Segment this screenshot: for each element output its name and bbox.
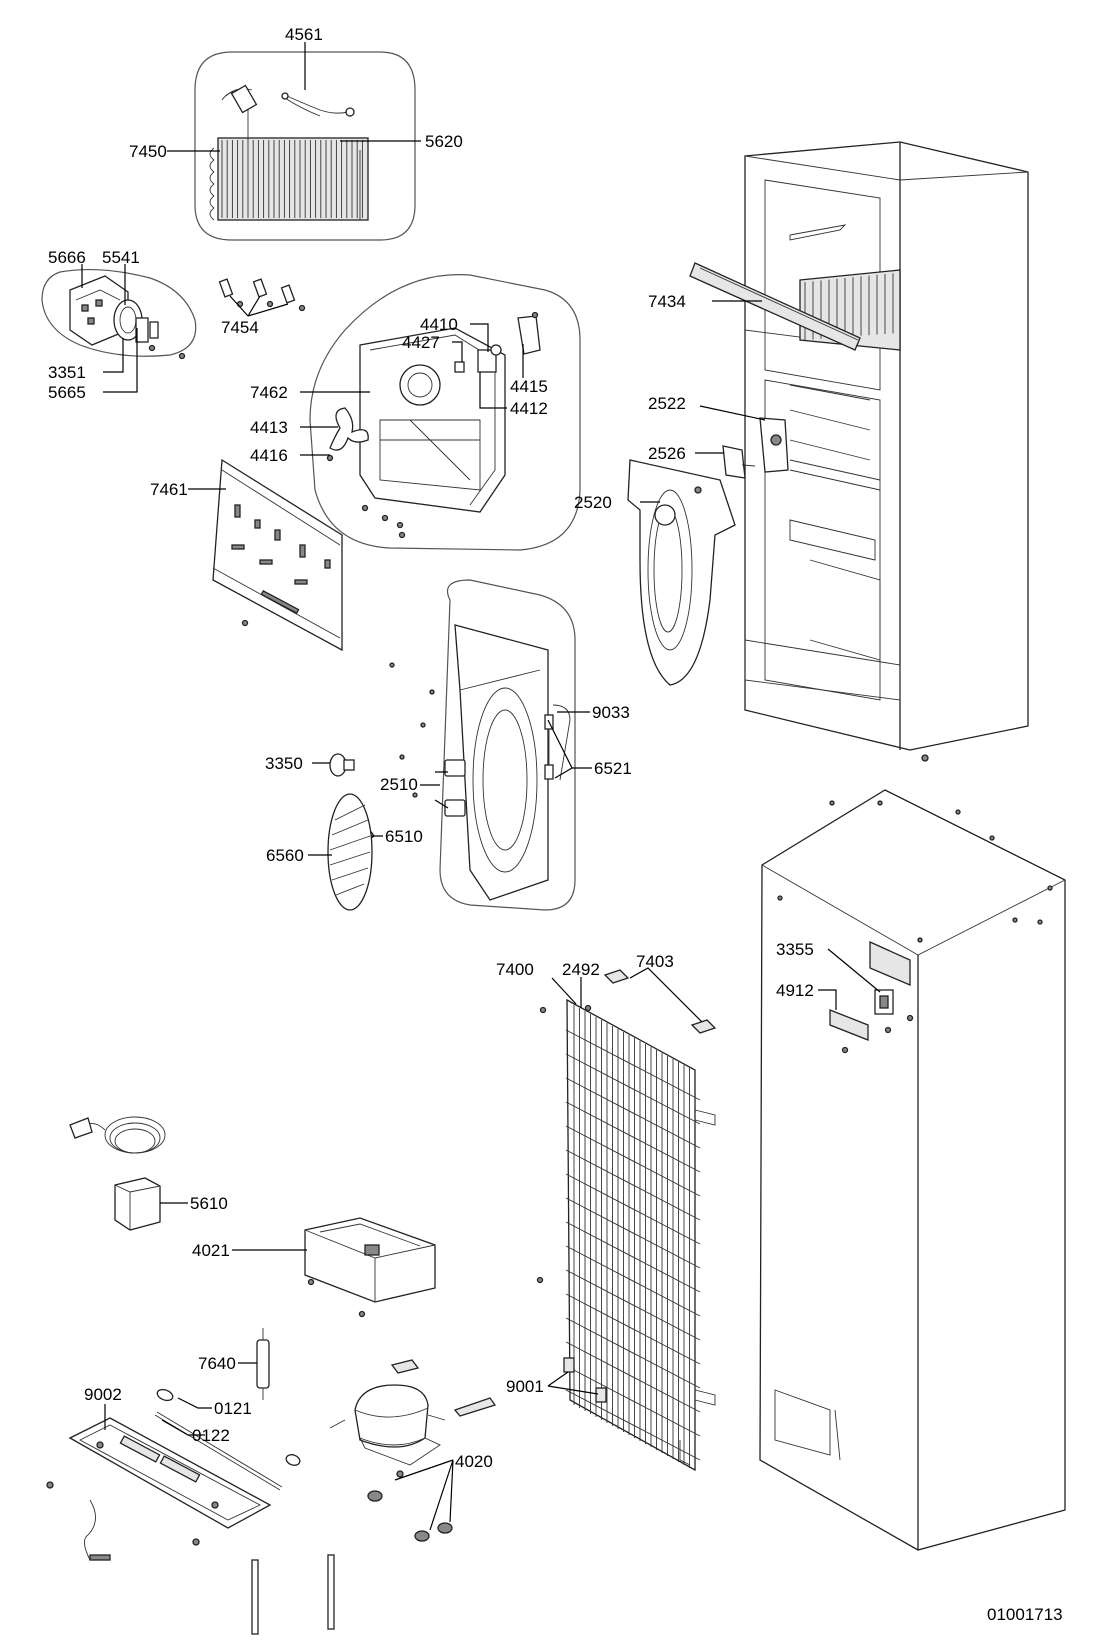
label-2520: 2520	[574, 493, 612, 512]
label-0122: 0122	[192, 1426, 230, 1445]
label-9001: 9001	[506, 1377, 544, 1396]
clip-4427	[454, 361, 465, 373]
small-parts	[46, 1481, 200, 1561]
label-0121: 0121	[214, 1399, 252, 1418]
switch-3355	[874, 989, 914, 1022]
label-3355: 3355	[776, 940, 814, 959]
power-cord	[69, 1116, 166, 1154]
label-7461: 7461	[150, 480, 188, 499]
knob-3350	[329, 753, 355, 777]
air-duct-panel-7461	[212, 458, 343, 652]
fan-housing-7462	[359, 327, 506, 513]
label-4021: 4021	[192, 1241, 230, 1260]
wire-4561	[281, 92, 355, 117]
label-4410: 4410	[420, 315, 458, 334]
label-4427: 4427	[402, 333, 440, 352]
label-7640: 7640	[198, 1354, 236, 1373]
label-4020: 4020	[455, 1452, 493, 1471]
lamp-housing-group	[351, 579, 576, 911]
bracket-4415	[517, 311, 541, 355]
tubes-0121-0122	[154, 1388, 335, 1635]
label-5541: 5541	[102, 248, 140, 267]
control-unit-2522	[759, 417, 789, 473]
thermostat-housing-5666	[69, 275, 129, 346]
label-5665: 5665	[48, 383, 86, 402]
label-2526: 2526	[648, 444, 686, 463]
lamp-housing-2510	[454, 624, 549, 901]
junction-box-5610	[114, 1177, 161, 1231]
label-6560: 6560	[266, 846, 304, 865]
label-7462: 7462	[250, 383, 288, 402]
shelf-strip-7434	[689, 262, 861, 351]
base-plate-9002	[68, 1417, 272, 1529]
pads-7403	[603, 969, 717, 1034]
label-7434: 7434	[648, 292, 686, 311]
fan-assembly-group	[309, 274, 581, 551]
label-2492: 2492	[562, 960, 600, 979]
refrigerator-cabinet-back	[759, 789, 1066, 1551]
label-5666: 5666	[48, 248, 86, 267]
compressor-4020	[329, 1384, 453, 1542]
label-5610: 5610	[190, 1194, 228, 1213]
label-4415: 4415	[510, 377, 548, 396]
label-2510: 2510	[380, 775, 418, 794]
sensor-2526	[722, 445, 756, 479]
label-4561: 4561	[285, 25, 323, 44]
label-6510: 6510	[385, 827, 423, 846]
label-7450: 7450	[129, 142, 167, 161]
label-9033: 9033	[592, 703, 630, 722]
drawing-number: 01001713	[987, 1605, 1063, 1624]
fan-motor-4412	[477, 344, 502, 373]
label-3351: 3351	[48, 363, 86, 382]
label-2522: 2522	[648, 394, 686, 413]
label-7403: 7403	[636, 952, 674, 971]
label-4413: 4413	[250, 418, 288, 437]
lamp-holders-2510	[444, 759, 466, 817]
label-7400: 7400	[496, 960, 534, 979]
label-9002: 9002	[84, 1385, 122, 1404]
label-6521: 6521	[594, 759, 632, 778]
fan-blade-4413	[329, 407, 369, 451]
drip-tray-4021	[304, 1217, 436, 1318]
filter-drier-7640	[256, 1328, 270, 1400]
label-3350: 3350	[265, 754, 303, 773]
part-labels: 4561 7450 5620 5666 5541 3351 5665 7454 …	[48, 25, 1063, 1624]
evaporator-7450	[209, 84, 369, 221]
clips-9001	[390, 1357, 607, 1417]
label-4416: 4416	[250, 446, 288, 465]
label-7454: 7454	[221, 318, 259, 337]
thermostat-group	[41, 268, 197, 360]
label-4912: 4912	[776, 981, 814, 1000]
evaporator-group	[194, 51, 416, 241]
thermostat-5665	[135, 317, 159, 343]
plate-4912	[829, 1009, 892, 1054]
label-5620: 5620	[425, 132, 463, 151]
wires-6521	[544, 704, 571, 781]
lamp-cover-6560	[327, 793, 373, 911]
lamp-holder-2520	[627, 459, 736, 686]
label-4412: 4412	[510, 399, 548, 418]
condenser-7400	[536, 998, 716, 1472]
clips-7454	[218, 278, 306, 312]
